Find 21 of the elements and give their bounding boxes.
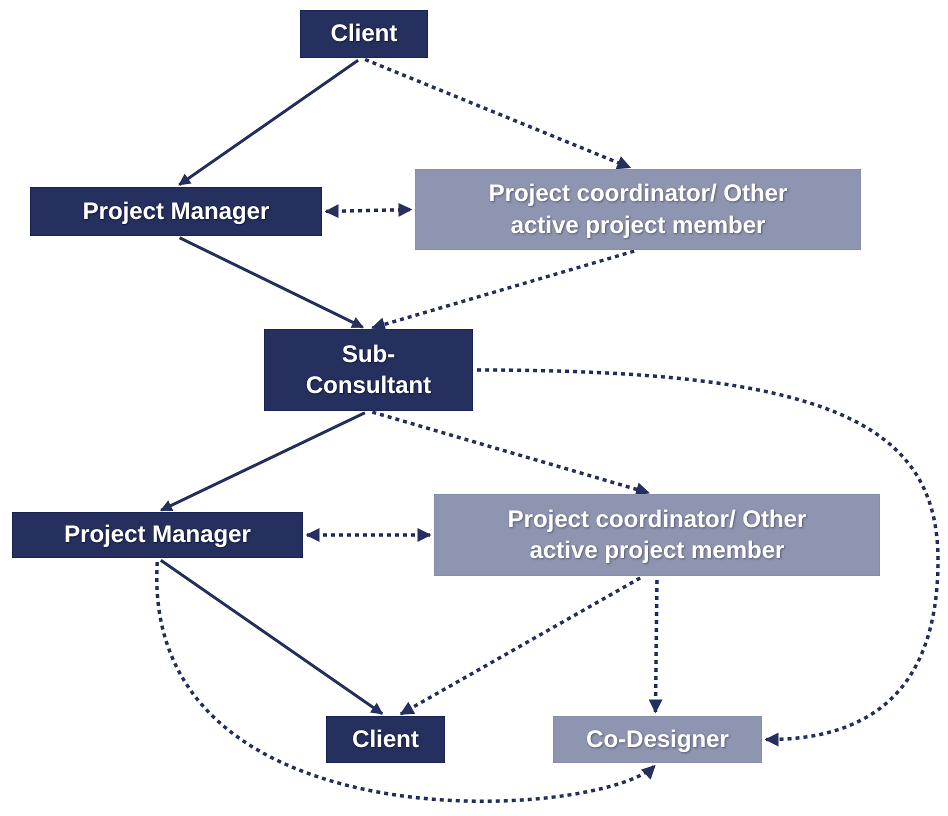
arrow [160, 559, 384, 715]
party-box: Project Manager [12, 512, 303, 558]
arrow [178, 236, 364, 329]
party-box: Client [300, 10, 428, 58]
arrow [372, 410, 650, 496]
arrow [400, 576, 642, 716]
arrow [476, 368, 940, 746]
arrow [364, 58, 632, 170]
arrow [371, 249, 635, 332]
arrow [160, 411, 366, 512]
party-box: Client [326, 716, 445, 763]
arrow [178, 59, 360, 186]
arrow [306, 528, 432, 542]
role-box: Project coordinator/ Other active project member [434, 494, 880, 576]
role-box: Co-Designer [553, 716, 762, 763]
arrow [156, 562, 656, 803]
arrow [648, 580, 663, 714]
party-box: Project Manager [30, 187, 322, 236]
role-box: Project coordinator/ Other active project member [415, 169, 861, 250]
party-box: Sub- Consultant [264, 329, 473, 411]
arrow [324, 202, 412, 218]
